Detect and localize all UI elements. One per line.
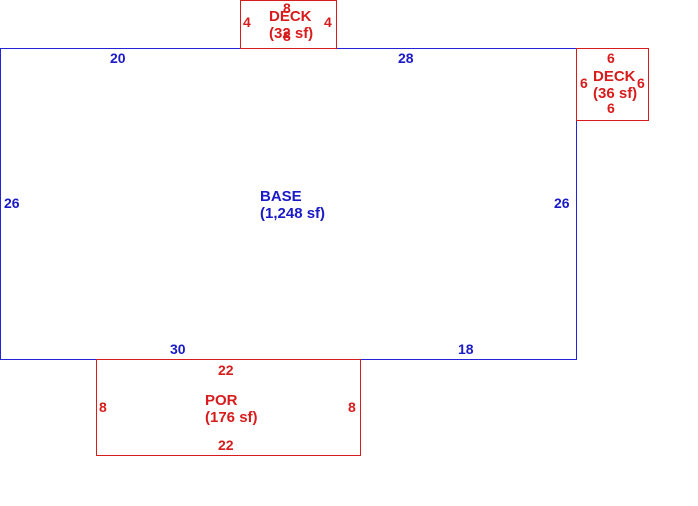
porch-dim-bottom: 22: [218, 437, 234, 453]
base-dim-bottom-right: 18: [458, 341, 474, 357]
porch-dim-top: 22: [218, 362, 234, 378]
deck-right-name: DECK: [593, 68, 636, 85]
porch-dim-right: 8: [348, 399, 356, 415]
deck-top-outline: [240, 0, 337, 49]
porch-name: POR: [205, 392, 238, 409]
porch-outline: [96, 359, 361, 456]
deck-right-outline: [576, 48, 649, 121]
base-dim-right: 26: [554, 195, 570, 211]
deck-top-name: DECK: [269, 8, 312, 25]
deck-right-area: (36 sf): [593, 85, 638, 102]
deck-top-dim-left: 4: [243, 14, 251, 30]
base-area: (1,248 sf): [260, 205, 326, 222]
deck-right-dim-top: 6: [607, 50, 615, 66]
base-dim-top-left: 20: [110, 50, 126, 66]
deck-top-area: (32 sf): [269, 25, 314, 42]
deck-right-dim-left: 6: [580, 75, 588, 91]
porch-area: (176 sf): [205, 409, 258, 426]
deck-right-dim-bottom: 6: [607, 100, 615, 116]
deck-top-dim-bottom: 8: [283, 28, 291, 44]
porch-dim-left: 8: [99, 399, 107, 415]
deck-right-dim-right: 6: [637, 75, 645, 91]
base-dim-left: 26: [4, 195, 20, 211]
base-name: BASE: [260, 188, 302, 205]
deck-top-dim-top: 8: [283, 0, 291, 16]
base-dim-top-right: 28: [398, 50, 414, 66]
base-dim-bottom-left: 30: [170, 341, 186, 357]
deck-top-dim-right: 4: [324, 14, 332, 30]
